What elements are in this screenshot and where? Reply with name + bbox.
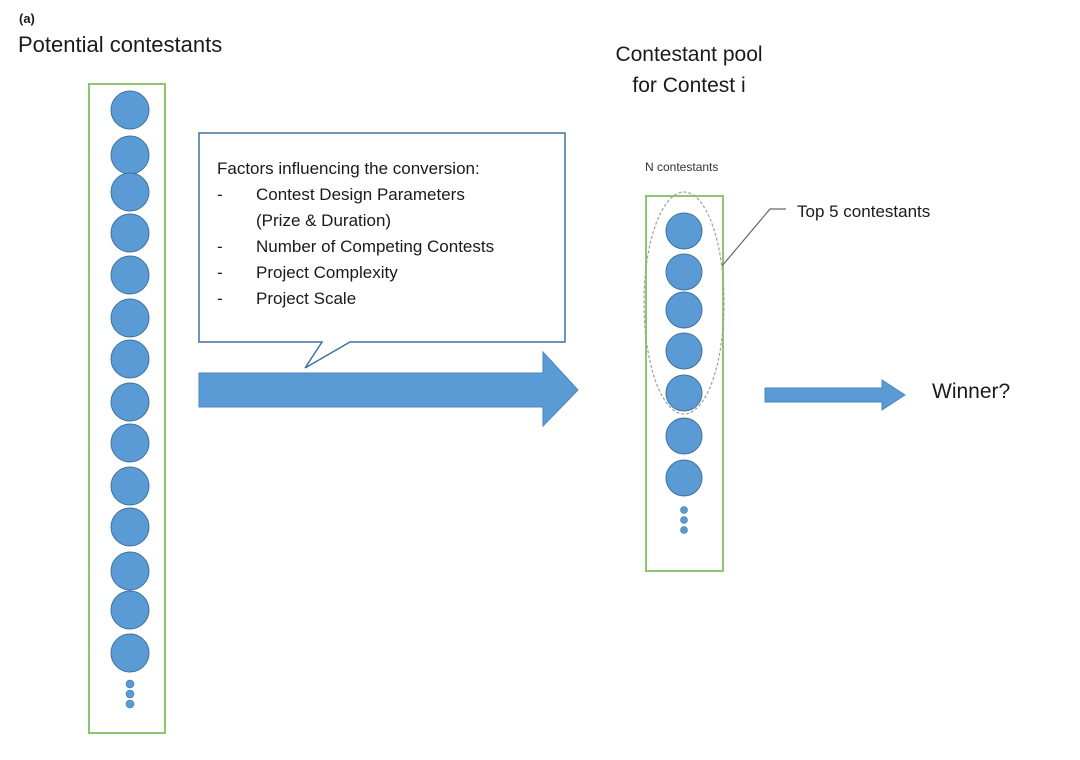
vertical-ellipsis-icon — [125, 679, 135, 709]
contestant-circle-icon — [665, 374, 703, 412]
contestant-circle-icon — [665, 459, 703, 497]
contestant-circle-icon — [110, 590, 150, 630]
factors-callout-title: Factors influencing the conversion: — [217, 159, 480, 178]
ellipsis-dot — [125, 699, 135, 709]
contestant-circle-icon — [110, 382, 150, 422]
contestant-circle-icon — [110, 172, 150, 212]
winner-arrow-icon — [764, 379, 906, 411]
n-contestants-label: N contestants — [645, 160, 719, 174]
contestant-circle-icon — [110, 135, 150, 175]
contestant-circle-icon — [110, 255, 150, 295]
contestant-circle-icon — [110, 298, 150, 338]
factor-text: (Prize & Duration) — [256, 211, 392, 230]
bullet-dash: - — [217, 185, 223, 204]
contestant-pool-box — [645, 195, 724, 572]
potential-contestants-nodes — [110, 90, 150, 673]
factor-list: - Contest Design Parameters (Prize & Durat… — [217, 182, 494, 312]
factor-text: Contest Design Parameters — [256, 185, 465, 204]
top-five-label: Top 5 contestants — [797, 202, 931, 221]
contestant-circle-icon — [665, 417, 703, 455]
contestant-pool-nodes — [665, 212, 703, 497]
bullet-dash: - — [217, 237, 223, 256]
factor-text: Project Complexity — [256, 263, 398, 282]
winner-label: Winner? — [932, 380, 1011, 403]
vertical-ellipsis-icon — [680, 506, 688, 534]
ellipsis-dot — [125, 679, 135, 689]
factor-text: Number of Competing Contests — [256, 237, 495, 256]
contestant-circle-icon — [110, 466, 150, 506]
factors-callout-text: Factors influencing the conversion: - Con… — [217, 156, 494, 312]
ellipsis-dot — [680, 526, 688, 534]
panel-label: (a) — [19, 11, 35, 26]
top-five-leader-line — [721, 208, 786, 267]
factor-item: - Project Scale — [217, 286, 494, 312]
factor-item: - Number of Competing Contests — [217, 234, 494, 260]
contestant-circle-icon — [665, 212, 703, 250]
factor-item: - Contest Design Parameters (Prize & Durat… — [217, 182, 494, 234]
contestant-circle-icon — [110, 339, 150, 379]
contestant-circle-icon — [665, 291, 703, 329]
contestant-circle-icon — [110, 90, 150, 130]
contestant-circle-icon — [110, 213, 150, 253]
potential-contestants-box — [88, 83, 166, 734]
factor-text: Project Scale — [256, 289, 357, 308]
ellipsis-dot — [125, 689, 135, 699]
contestant-circle-icon — [665, 253, 703, 291]
contestant-pool-title-line2: for Contest i — [632, 74, 746, 97]
potential-contestants-title: Potential contestants — [18, 32, 223, 57]
factor-item: - Project Complexity — [217, 260, 494, 286]
conversion-arrow-icon — [198, 350, 579, 428]
factors-callout-box — [198, 132, 566, 369]
bullet-dash: - — [217, 263, 223, 282]
bullet-dash: - — [217, 289, 223, 308]
contestant-circle-icon — [665, 332, 703, 370]
contestant-circle-icon — [110, 551, 150, 591]
top-five-highlight-ellipse — [643, 191, 725, 415]
contestant-circle-icon — [110, 633, 150, 673]
contestant-pool-title-line1: Contestant pool — [615, 43, 763, 66]
contestant-circle-icon — [110, 507, 150, 547]
ellipsis-dot — [680, 516, 688, 524]
contestant-circle-icon — [110, 423, 150, 463]
ellipsis-dot — [680, 506, 688, 514]
